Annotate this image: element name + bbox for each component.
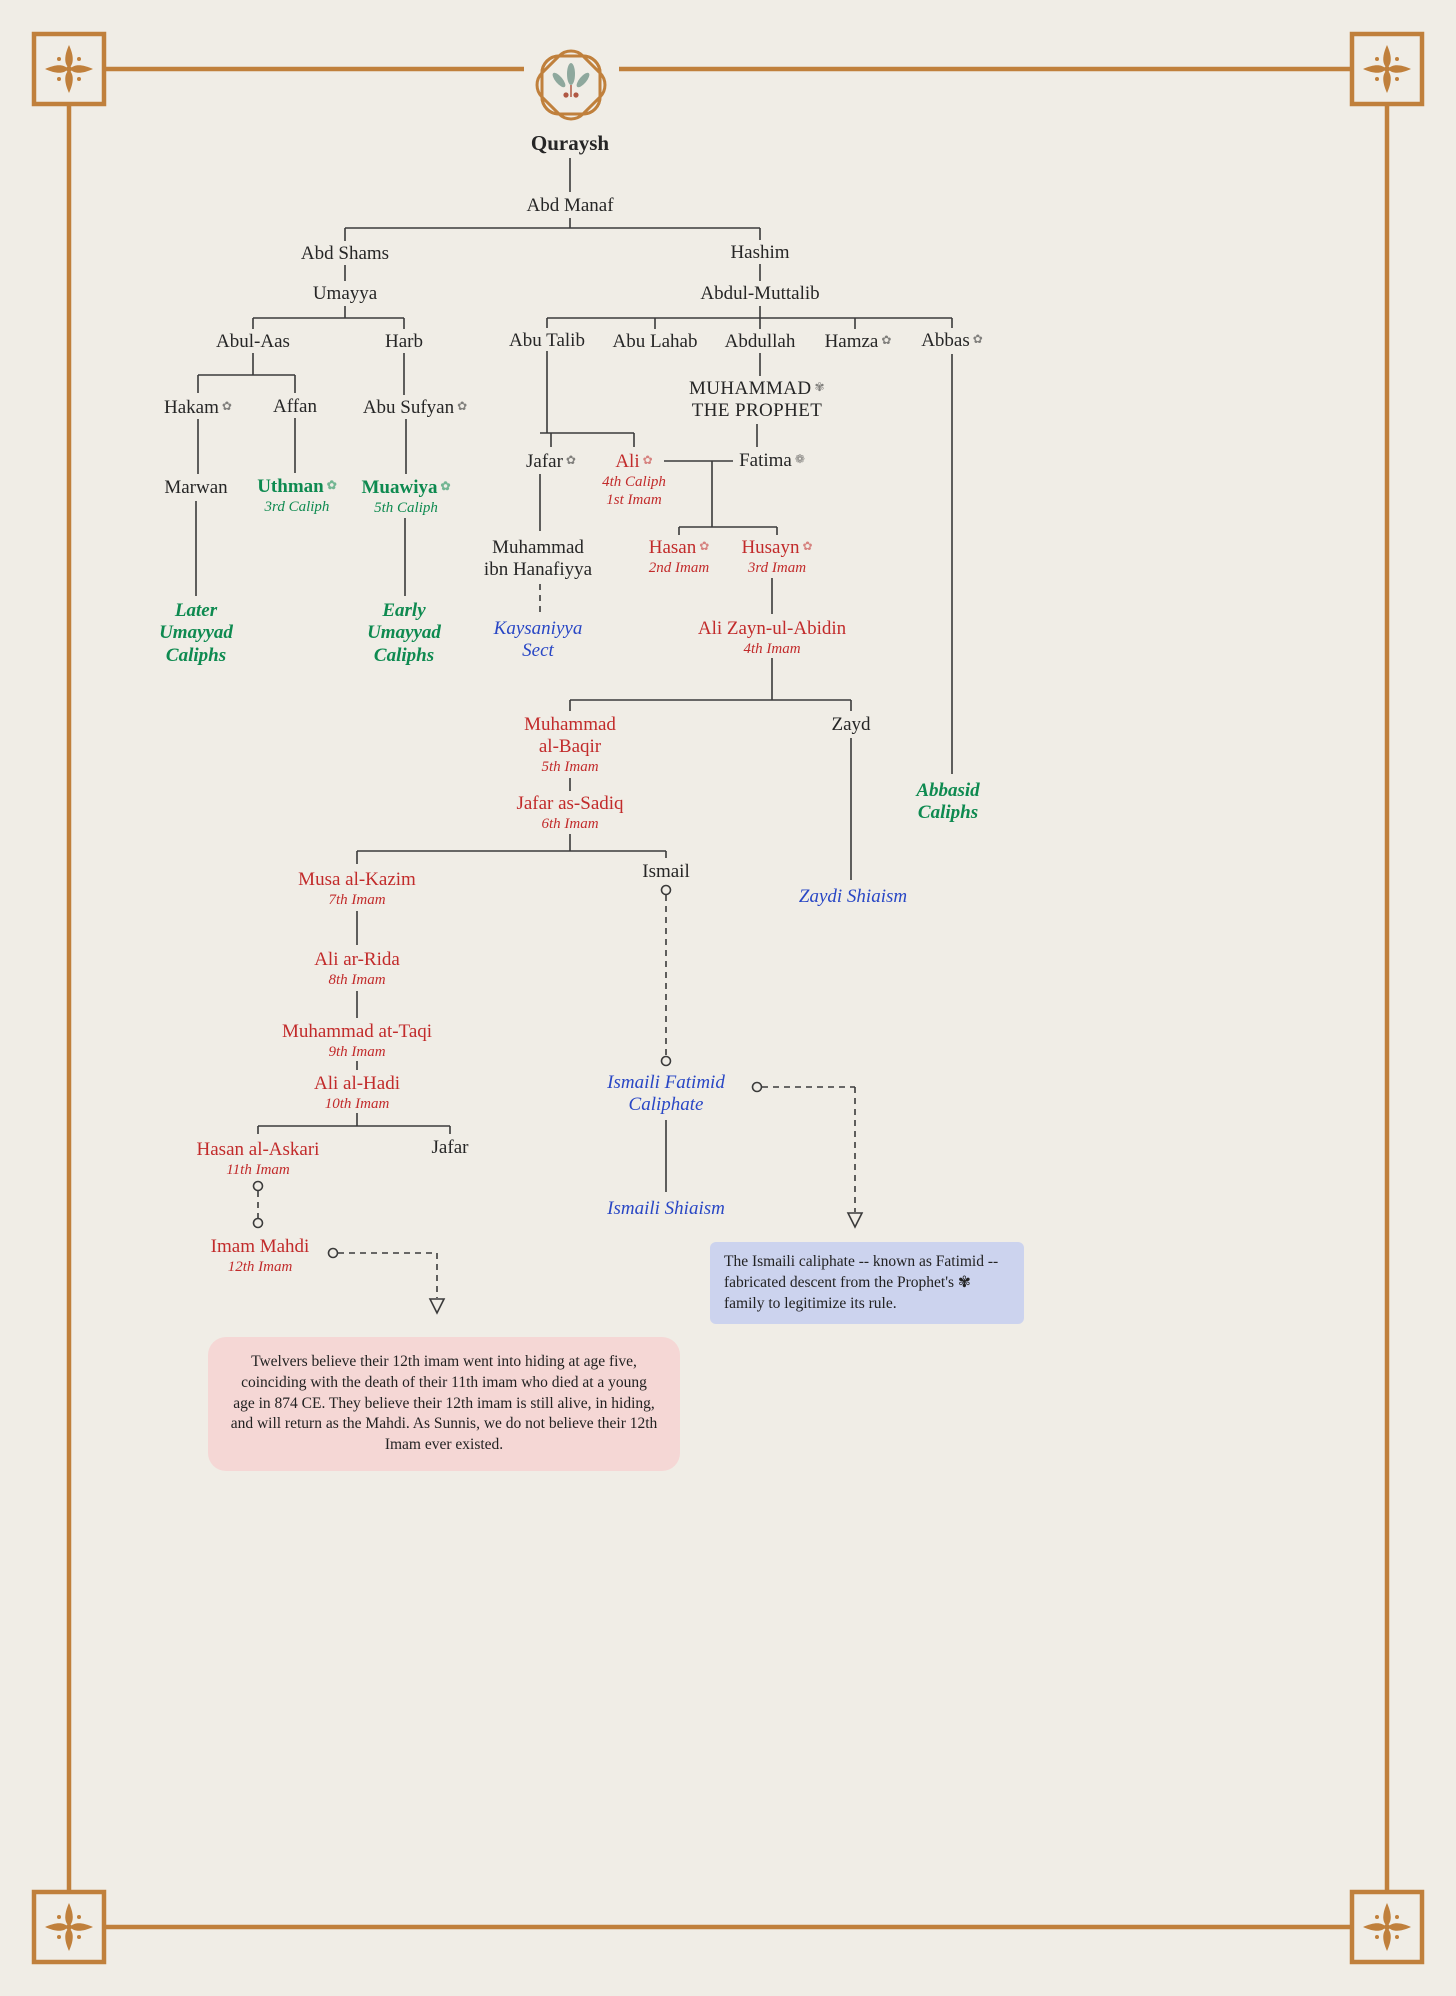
connector-fatimid-note-arrow: [762, 1086, 856, 1212]
node-early-umayyad-caliphs: Early Umayyad Caliphs: [367, 600, 441, 666]
honorific-icon: ✿: [881, 333, 892, 347]
node-abu-talib: Abu Talib: [509, 330, 585, 351]
honorific-icon: ✿: [326, 478, 337, 492]
node-muhammad-ibn-hanafiyya: Muhammad ibn Hanafiyya: [483, 537, 593, 581]
node-quraysh: Quraysh: [530, 131, 610, 155]
node-zayd: Zayd: [831, 714, 871, 735]
node-husayn: Husayn✿3rd Imam: [741, 537, 813, 577]
honorific-icon: ✿: [802, 539, 813, 553]
node-abd-manaf: Abd Manaf: [526, 195, 614, 216]
node-muawiya: Muawiya✿5th Caliph: [361, 477, 451, 517]
node-muhammad-prophet: MUHAMMAD✾ THE PROPHET: [689, 378, 825, 422]
connector-top-trunk: [344, 158, 761, 281]
fatimid-note: The Ismaili caliphate -- known as Fatimi…: [710, 1242, 1024, 1325]
node-zaydi-shiaism: Zaydi Shiaism: [798, 886, 908, 907]
node-abbasid-caliphs: Abbasid Caliphs: [916, 780, 980, 824]
node-abu-sufyan: Abu Sufyan✿: [362, 397, 468, 418]
node-abu-lahab: Abu Lahab: [612, 331, 698, 352]
node-abd-shams: Abd Shams: [300, 243, 390, 264]
node-ismaili-fatimid-caliphate: Ismaili Fatimid Caliphate: [607, 1072, 725, 1116]
node-affan: Affan: [273, 396, 317, 417]
frame-lines: [31, 31, 1425, 1965]
node-muhammad-al-baqir: Muhammad al-Baqir 5th Imam: [524, 714, 616, 776]
honorific-icon: ✿: [457, 399, 468, 413]
node-abdul-muttalib: Abdul-Muttalib: [700, 283, 820, 304]
honorific-icon: ✿: [972, 332, 983, 346]
honorific-icon: ✿: [440, 479, 451, 493]
honorific-icon: ✿: [642, 453, 653, 467]
node-umayya: Umayya: [312, 283, 378, 304]
node-jafar-ibn-al-hadi: Jafar: [431, 1137, 469, 1158]
node-later-umayyad-caliphs: Later Umayyad Caliphs: [159, 600, 233, 666]
node-marwan: Marwan: [164, 477, 228, 498]
node-harb: Harb: [385, 331, 423, 352]
dashed-connectors: [257, 584, 856, 1298]
node-jafar-ibn-abu-talib: Jafar✿: [526, 451, 576, 472]
node-uthman: Uthman✿3rd Caliph: [257, 476, 337, 516]
honorific-icon: ✿: [565, 453, 576, 467]
node-fatima: Fatima❁: [739, 450, 805, 471]
node-kaysaniyya-sect: Kaysaniyya Sect: [493, 618, 583, 662]
node-ismail: Ismail: [642, 861, 690, 882]
honorific-icon: ❁: [794, 452, 805, 466]
connector-mahdi-note-arrow: [338, 1252, 438, 1298]
honorific-icon: ✿: [221, 399, 232, 413]
node-abul-aas: Abul-Aas: [216, 331, 290, 352]
arrowhead-fatimid-note: [846, 1212, 864, 1229]
node-ismaili-shiaism: Ismaili Shiaism: [607, 1198, 725, 1219]
node-hasan: Hasan✿2nd Imam: [648, 537, 710, 577]
node-hashim: Hashim: [730, 242, 790, 263]
node-abbas: Abbas✿: [921, 330, 983, 351]
honorific-icon: ✿: [699, 539, 710, 553]
arrowhead-twelver-note: [428, 1298, 446, 1315]
top-medallion-ornament: [535, 49, 607, 121]
twelver-note: Twelvers believe their 12th imam went in…: [208, 1337, 680, 1471]
node-hakam: Hakam✿: [164, 397, 232, 418]
node-abdullah: Abdullah: [724, 331, 796, 352]
node-hamza: Hamza✿: [824, 331, 892, 352]
prophet-honorific-icon: ✾: [814, 380, 825, 394]
